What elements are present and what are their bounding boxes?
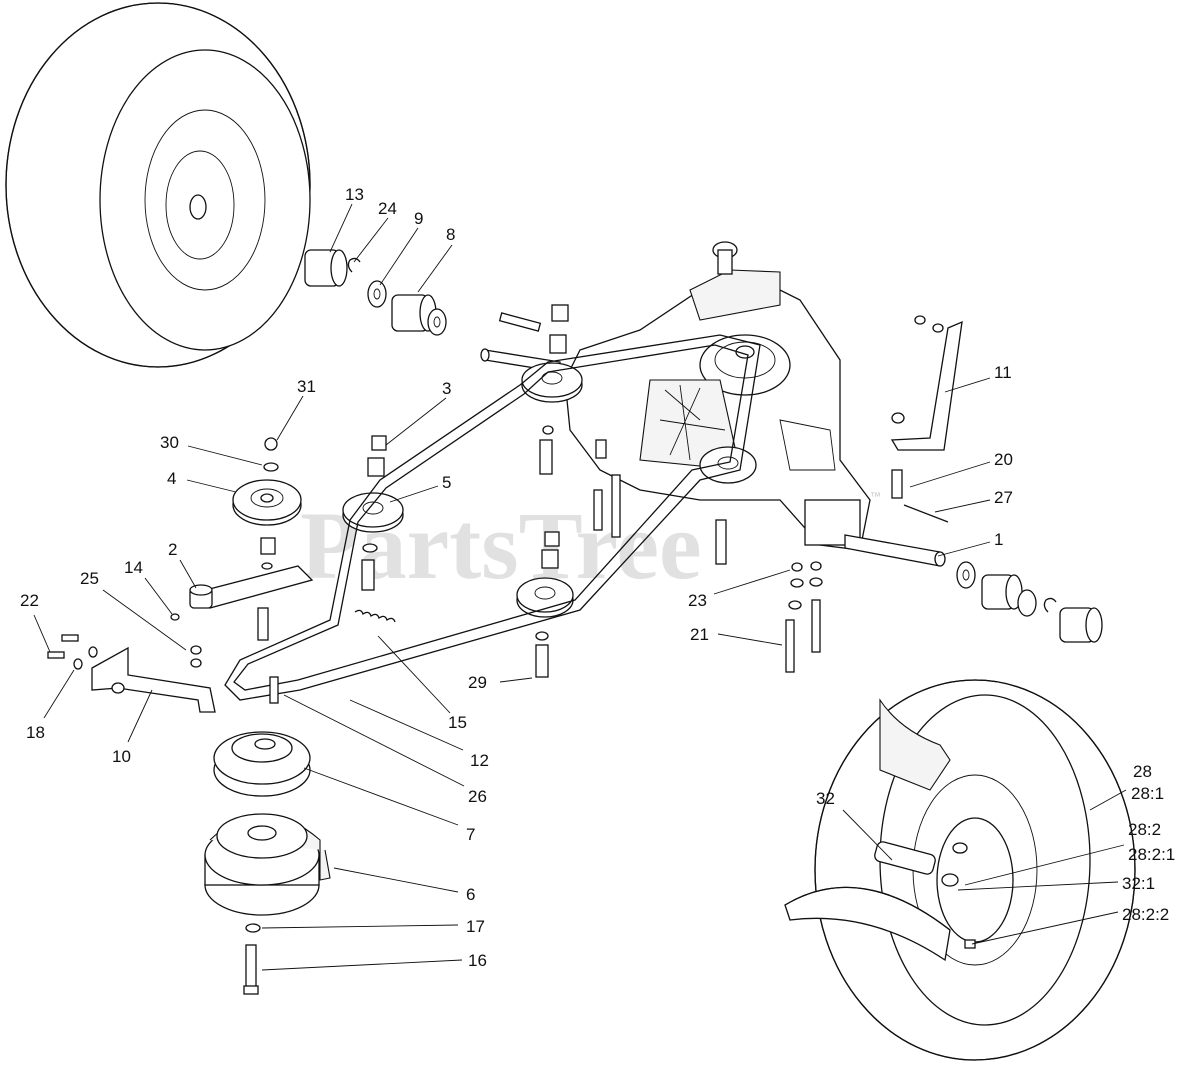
bracket-10	[47, 634, 216, 713]
leader-lines	[33, 203, 1127, 971]
electric-clutch-6	[204, 813, 331, 916]
callout-32-1: 32:1	[1122, 874, 1155, 893]
callout-15: 15	[448, 713, 467, 732]
callout-28: 28	[1133, 762, 1152, 781]
callout-7: 7	[466, 825, 475, 844]
callout-10: 10	[112, 747, 131, 766]
engine-pulley-7	[213, 731, 311, 797]
callout-29: 29	[468, 673, 487, 692]
watermark-trademark: ™	[870, 491, 881, 503]
callout-28-1: 28:1	[1131, 784, 1164, 803]
callout-3: 3	[442, 379, 451, 398]
callout-labels: 13 24 9 8 31 3 30 4 5 11 20 27 1 2 14 25…	[20, 185, 1175, 970]
callout-1: 1	[994, 530, 1003, 549]
axle-spacers-right	[956, 561, 1103, 643]
callout-14: 14	[124, 558, 143, 577]
callout-28-2: 28:2	[1128, 820, 1161, 839]
idler-pulley-4	[232, 437, 302, 555]
callout-2: 2	[168, 540, 177, 559]
bracket-2	[170, 562, 314, 641]
lower-idler-pulley	[516, 531, 574, 678]
callout-26: 26	[468, 787, 487, 806]
key-26	[269, 676, 279, 704]
callout-31: 31	[297, 377, 316, 396]
callout-30: 30	[160, 433, 179, 452]
callout-28-2-2: 28:2:2	[1122, 905, 1169, 924]
callout-18: 18	[26, 723, 45, 742]
callout-11: 11	[994, 363, 1012, 382]
callout-16: 16	[468, 951, 487, 970]
callout-4: 4	[167, 469, 176, 488]
callout-21: 21	[690, 625, 709, 644]
spring-15	[354, 609, 396, 623]
callout-28-2-1: 28:2:1	[1128, 845, 1175, 864]
callout-6: 6	[466, 885, 475, 904]
callout-22: 22	[20, 591, 39, 610]
bracket-11	[890, 315, 963, 523]
callout-27: 27	[994, 488, 1013, 507]
callout-13: 13	[345, 185, 364, 204]
callout-25: 25	[80, 569, 99, 588]
right-rear-wheel-28	[784, 679, 1136, 1061]
left-rear-wheel	[5, 2, 311, 368]
callout-9: 9	[414, 209, 423, 228]
clutch-bolt-16	[243, 923, 261, 995]
callout-5: 5	[442, 473, 451, 492]
callout-12: 12	[470, 751, 489, 770]
callout-23: 23	[688, 591, 707, 610]
upper-idler-pulley	[498, 304, 621, 538]
callout-8: 8	[446, 225, 455, 244]
callout-32: 32	[816, 789, 835, 808]
axle-spacers-top	[304, 249, 447, 336]
callout-20: 20	[994, 450, 1013, 469]
callout-24: 24	[378, 199, 397, 218]
drive-belt	[224, 334, 761, 701]
bolts-right-group	[715, 519, 823, 673]
callout-17: 17	[466, 917, 485, 936]
